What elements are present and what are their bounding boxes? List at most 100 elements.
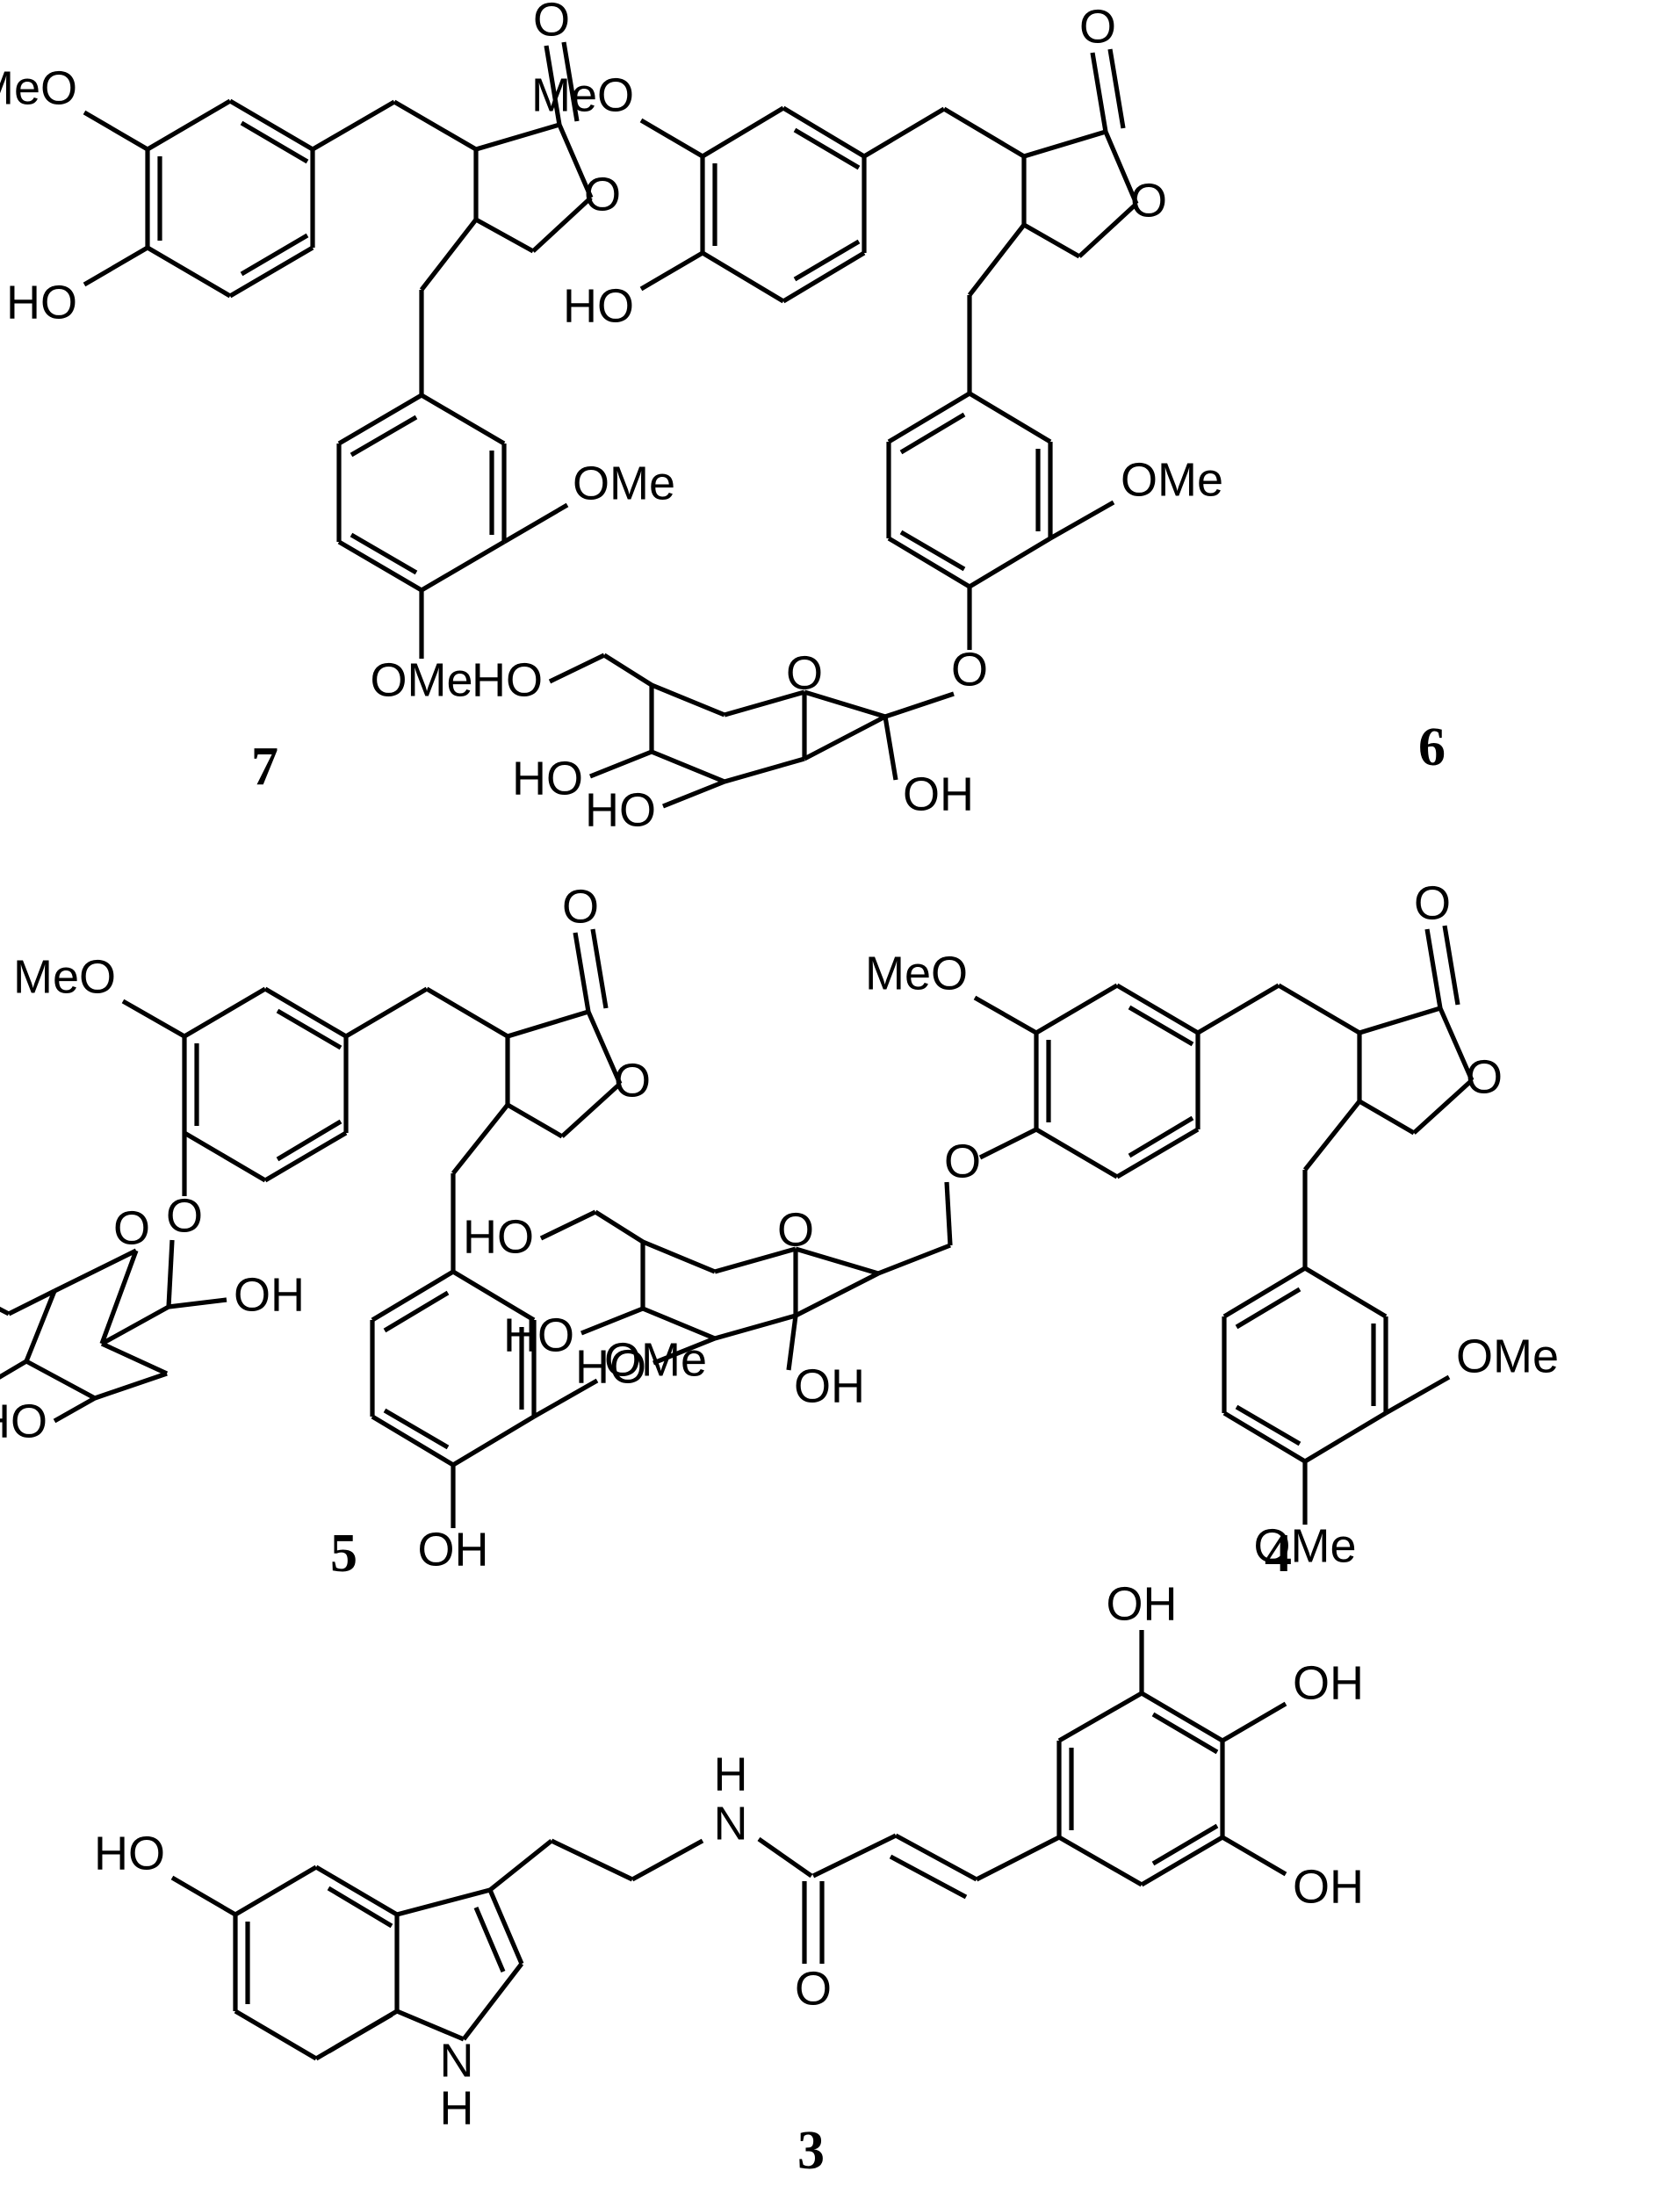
label-sugar-ho6-6: HO (472, 653, 543, 706)
bond-benzylic-1-4 (1196, 983, 1280, 1035)
label-ring-o-7: O (584, 168, 621, 220)
label-sugar-ho4-4: HO (503, 1309, 574, 1361)
bond-ho-indole (170, 1875, 237, 1917)
label-indole-n-3: N (440, 2034, 474, 2087)
aryl-ring-b-6 (886, 391, 1053, 589)
label-carbonyl-o-5: O (562, 880, 599, 933)
bond-alpha (811, 1833, 898, 1879)
label-oh-5: OH (418, 1523, 489, 1576)
lactone-ring-5 (505, 1009, 623, 1139)
label-ome-bottom-7: OMe (370, 653, 472, 706)
bond-n-carbonyl (757, 1836, 813, 1879)
carbonyl-5 (573, 928, 609, 1013)
bond-benzylic-3-5 (451, 1103, 510, 1175)
bond-benzylic-1 (311, 99, 396, 152)
bond-benzylic-2-4 (1277, 983, 1361, 1035)
aryl-ring-a-4 (1034, 983, 1201, 1179)
indole-benzene-ring (233, 1864, 400, 2061)
bond-benzylic-2-6 (942, 106, 1026, 159)
compound-label-4: 4 (1265, 1524, 1292, 1583)
bond-beta-aryl (975, 1835, 1061, 1882)
label-oh-top-3: OH (1107, 1577, 1178, 1630)
bond-sugar-c4-oh (589, 749, 653, 779)
aryl-ring-b (336, 393, 507, 542)
label-amide-nh-3: H (714, 1748, 748, 1800)
aryl-ring-a-6 (700, 105, 867, 304)
bond-oh-mid-3 (1221, 1701, 1287, 1743)
bond-oh-bot-3 (1221, 1835, 1287, 1877)
carbonyl-4 (1424, 925, 1460, 1009)
structure-compound-5: MeO O O HO OH HO HO (0, 880, 707, 1576)
bond-sugar-c6-oh-5 (0, 1306, 11, 1316)
indole-pyrrole-ring (395, 1887, 524, 2042)
label-carbonyl-o-7: O (533, 0, 570, 46)
bond-sugar-c3-oh-5 (53, 1396, 97, 1424)
bond-benzylic-3-6 (967, 223, 1027, 297)
bond-sugar-c2-oh-4 (786, 1315, 798, 1371)
aryl-ring-a (145, 98, 315, 299)
bond-ome-right-7 (502, 502, 569, 545)
label-ome-bottom-4: OMe (1253, 1519, 1356, 1572)
bond-ethyl-n (631, 1838, 704, 1882)
aryl-ring-a-5 (182, 986, 349, 1183)
label-sugar-ring-o-6: O (786, 646, 823, 699)
label-amide-n-3: N (714, 1797, 748, 1850)
label-sugar-oh2-4: OH (794, 1360, 865, 1412)
label-sugar-ring-o-4: O (777, 1203, 814, 1256)
compound-label-5: 5 (330, 1524, 357, 1583)
glucose-ring-4 (640, 1181, 953, 1341)
label-sugar-ho3-5: HO (0, 1395, 47, 1447)
structure-compound-4: MeO O O HO HO HO OH (463, 876, 1559, 1572)
label-ome-right-6: OMe (1121, 453, 1223, 506)
label-sugar-ho4-6: HO (512, 752, 583, 804)
label-carbonyl-o-6: O (1079, 0, 1116, 53)
bond-benzylic-3 (419, 218, 479, 292)
structure-compound-3: HO N H N H O (94, 1577, 1364, 2134)
bond-meo-aryl-a-6 (639, 118, 704, 159)
bond-sugar-c6-oh-4 (539, 1209, 597, 1241)
glucose-ring-6 (649, 682, 955, 784)
bond-sugar-c4-oh-4 (580, 1306, 644, 1336)
label-ho-6: HO (563, 279, 634, 332)
bond-sugar-c6-5 (7, 1288, 56, 1316)
bond-meo-aryl-a-4 (973, 995, 1038, 1035)
label-sugar-ho6-4: HO (463, 1210, 534, 1263)
amide-carbonyl-3 (802, 1881, 825, 1964)
label-meo-7: MeO (0, 61, 77, 114)
aryl-ring-b-5 (370, 1269, 537, 1468)
lactone-ring-4 (1357, 1006, 1475, 1136)
bond-sugar-c4-oh-5 (0, 1359, 28, 1380)
bond-ome-right-6 (1049, 500, 1115, 541)
label-glyco-o-6: O (951, 643, 988, 696)
label-oh-bot-3: OH (1293, 1860, 1364, 1913)
label-ring-o-6: O (1130, 174, 1167, 227)
bond-ome-5 (532, 1378, 599, 1419)
structure-compound-7: MeO HO O O (0, 0, 621, 542)
bond-ome-right-4 (1384, 1374, 1451, 1416)
bond-benzylic-1-5 (344, 986, 429, 1039)
label-sugar-oh2-6: OH (903, 768, 974, 820)
bond-ho-aryl-a-6 (639, 250, 704, 292)
bond-sugar-c6-4 (594, 1209, 645, 1244)
label-carbonyl-o-4: O (1414, 876, 1451, 929)
trihydroxyphenyl-ring (1056, 1691, 1225, 1887)
label-oh-mid-3: OH (1293, 1656, 1364, 1709)
bond-benzylic-2 (393, 99, 478, 152)
label-meo-4: MeO (865, 947, 968, 999)
bond-sugar-c3-oh (662, 779, 725, 809)
label-meo-6: MeO (531, 69, 634, 121)
bond-sugar-c3-oh-4 (653, 1336, 716, 1366)
label-ome-right-7: OMe (573, 457, 675, 509)
bond-ethyl-1 (488, 1838, 553, 1893)
label-sugar-ho3-6: HO (585, 783, 656, 836)
bond-aryl-glyco-o-4 (978, 1127, 1038, 1160)
bond-benzylic-2-5 (425, 986, 509, 1039)
label-ho-7: HO (6, 276, 77, 328)
label-meo-5: MeO (13, 950, 116, 1003)
glucose-ring-5 (24, 1239, 175, 1401)
bond-sugar-c6-oh (548, 653, 606, 684)
label-amide-o-3: O (795, 1962, 832, 2015)
bond-sugar-c2-oh-5 (168, 1297, 227, 1309)
lactone-ring-7 (473, 122, 594, 254)
lactone-ring-6 (1021, 129, 1139, 259)
